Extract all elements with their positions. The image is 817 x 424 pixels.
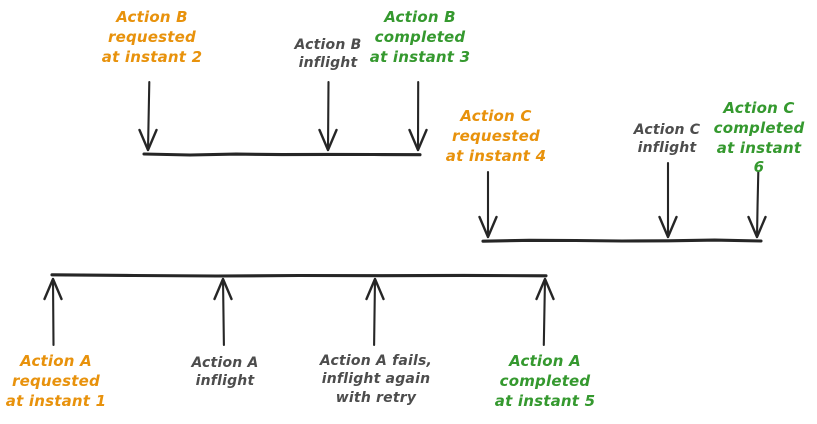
timeline-line-action-b: [142, 152, 422, 157]
arrow-a-inflight: [213, 277, 233, 347]
arrow-a-completed: [535, 277, 555, 347]
arrow-b-inflight: [318, 80, 338, 152]
label-b-requested: Action B requested at instant 2: [101, 8, 203, 66]
timeline-lines-layer: [50, 152, 763, 278]
arrow-c-requested: [478, 170, 498, 239]
label-c-requested: Action C requested at instant 4: [445, 107, 547, 165]
arrow-b-requested: [138, 80, 158, 152]
arrow-c-completed: [747, 170, 767, 239]
label-a-requested: Action A requested at instant 1: [5, 352, 107, 410]
label-c-completed: Action C completed at instant 6: [713, 99, 805, 177]
label-a-retry: Action A fails, inflight again with retr…: [319, 353, 433, 406]
label-c-inflight: Action C inflight: [633, 122, 701, 157]
arrow-c-inflight: [658, 161, 678, 239]
arrow-b-completed: [408, 80, 428, 152]
label-b-inflight: Action B inflight: [294, 37, 362, 72]
label-a-completed: Action A completed at instant 5: [494, 352, 596, 410]
label-a-inflight: Action A inflight: [191, 355, 259, 390]
timeline-line-action-c: [481, 238, 763, 243]
label-b-completed: Action B completed at instant 3: [369, 8, 471, 66]
arrow-a-requested: [43, 277, 63, 347]
arrow-a-retry: [365, 277, 385, 347]
timeline-line-action-a: [50, 273, 548, 278]
